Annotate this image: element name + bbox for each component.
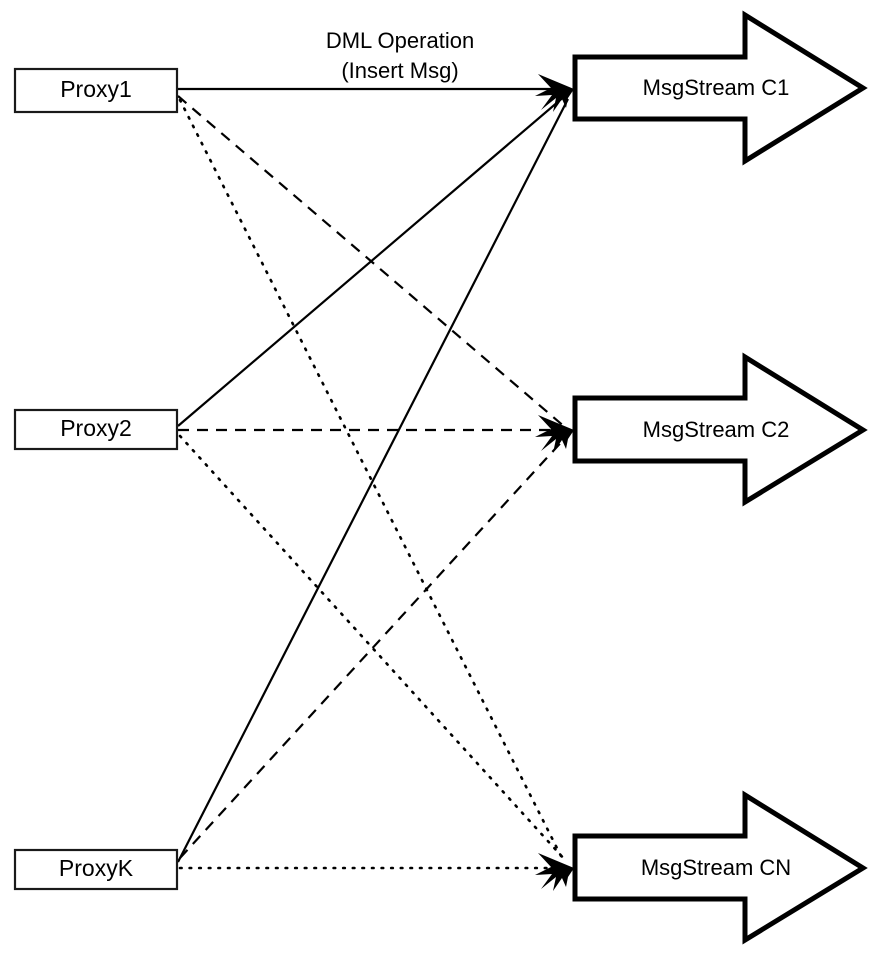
msgstream-c2-label: MsgStream C2 bbox=[643, 417, 790, 442]
stream-group-cn[interactable]: MsgStream CN bbox=[572, 790, 868, 945]
node-proxyk[interactable]: ProxyK bbox=[13, 848, 179, 891]
proxy2-label: Proxy2 bbox=[60, 415, 132, 441]
node-proxy2[interactable]: Proxy2 bbox=[13, 408, 179, 451]
proxyk-box[interactable] bbox=[13, 848, 179, 891]
arrowhead-msgstream-c1-icon bbox=[535, 74, 574, 112]
stream-group-c2[interactable]: MsgStream C2 bbox=[572, 352, 868, 507]
link-proxy2-to-msgstream-c1[interactable] bbox=[177, 94, 567, 427]
edge-caption-line2: (Insert Msg) bbox=[341, 58, 458, 83]
msgstream-cn-label: MsgStream CN bbox=[641, 855, 791, 880]
proxy1-label: Proxy1 bbox=[60, 76, 132, 102]
stream-group-c1[interactable]: MsgStream C1 bbox=[572, 10, 868, 166]
msgstream-cn-arrow-shape[interactable] bbox=[572, 790, 868, 945]
link-proxy1-to-msgstream-cn[interactable] bbox=[178, 98, 566, 864]
msgstream-c1-label: MsgStream C1 bbox=[643, 75, 790, 100]
arrowhead-msgstream-cn-icon bbox=[535, 853, 574, 891]
proxyk-label: ProxyK bbox=[59, 855, 134, 881]
node-proxy1[interactable]: Proxy1 bbox=[13, 67, 179, 114]
msgstream-c2-arrow-shape[interactable] bbox=[572, 352, 868, 507]
proxy2-box[interactable] bbox=[13, 408, 179, 451]
edge-caption-line1: DML Operation bbox=[326, 28, 474, 53]
edge-caption-dml-operation: DML Operation (Insert Msg) bbox=[326, 28, 474, 83]
link-proxy2-to-msgstream-cn[interactable] bbox=[178, 434, 568, 863]
link-proxy1-to-msgstream-c2[interactable] bbox=[177, 95, 567, 429]
proxy1-box[interactable] bbox=[13, 67, 179, 114]
link-proxyk-to-msgstream-c1[interactable] bbox=[177, 98, 569, 863]
link-proxyk-to-msgstream-c2[interactable] bbox=[179, 436, 567, 859]
msgstream-c1-arrow-shape[interactable] bbox=[572, 10, 868, 166]
arrowhead-msgstream-c2-icon bbox=[535, 415, 574, 453]
